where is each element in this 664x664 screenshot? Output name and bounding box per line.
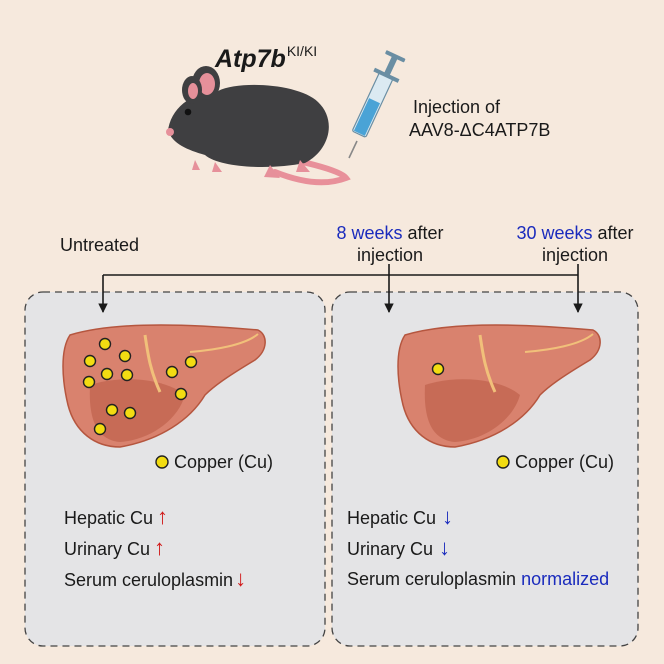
decrease-arrow-icon: ↓ [235, 566, 247, 591]
injection-label-line2: AAV8-ΔC4ATP7B [409, 120, 551, 140]
untreated-copper-dots [82, 337, 198, 436]
eight-weeks-label: 8 weeks after injection [336, 223, 444, 265]
untreated-liver-illustration [62, 324, 266, 448]
copper-dot [184, 355, 198, 369]
copper-dot [105, 403, 119, 417]
treated-legend-dot [496, 455, 510, 469]
copper-dot [123, 406, 137, 420]
syringe-illustration [348, 50, 406, 159]
normalized-status: normalized [521, 569, 610, 589]
treated-finding-ceruloplasmin: Serum ceruloplasmin normalized [347, 569, 610, 589]
copper-dot [93, 422, 107, 436]
decrease-arrow-icon: ↓ [442, 504, 454, 529]
copper-dot [120, 368, 134, 382]
eight-weeks-number: 8 weeks [336, 223, 403, 243]
decrease-arrow-icon: ↓ [439, 535, 451, 560]
treated-liver-illustration [397, 324, 601, 448]
treated-finding-urinary: Urinary Cu↓ [347, 535, 451, 560]
thirty-weeks-number: 30 weeks [516, 223, 593, 243]
timeline [98, 264, 583, 313]
untreated-finding-ceruloplasmin: Serum ceruloplasmin↓ [64, 566, 247, 591]
treated-legend-label: Copper (Cu) [515, 452, 615, 472]
treated-finding-hepatic: Hepatic Cu↓ [347, 504, 454, 529]
copper-dot [118, 349, 132, 363]
injection-label-line1: Injection of [413, 97, 501, 117]
copper-dot [83, 354, 97, 368]
copper-dot [82, 375, 96, 389]
copper-dot [100, 367, 114, 381]
copper-dot [174, 387, 188, 401]
increase-arrow-icon: ↑ [157, 504, 169, 529]
copper-dot [165, 365, 179, 379]
untreated-finding-hepatic: Hepatic Cu↑ [64, 504, 169, 529]
treated-copper-dot [431, 362, 445, 376]
increase-arrow-icon: ↑ [154, 535, 166, 560]
untreated-legend-label: Copper (Cu) [174, 452, 274, 472]
untreated-label: Untreated [60, 235, 140, 255]
untreated-finding-urinary: Urinary Cu↑ [64, 535, 166, 560]
copper-dot [98, 337, 112, 351]
mouse-illustration [166, 66, 351, 186]
thirty-weeks-label: 30 weeks after injection [516, 223, 634, 265]
genotype-title: Atp7bKI/KI [215, 43, 318, 73]
untreated-legend-dot [155, 455, 169, 469]
